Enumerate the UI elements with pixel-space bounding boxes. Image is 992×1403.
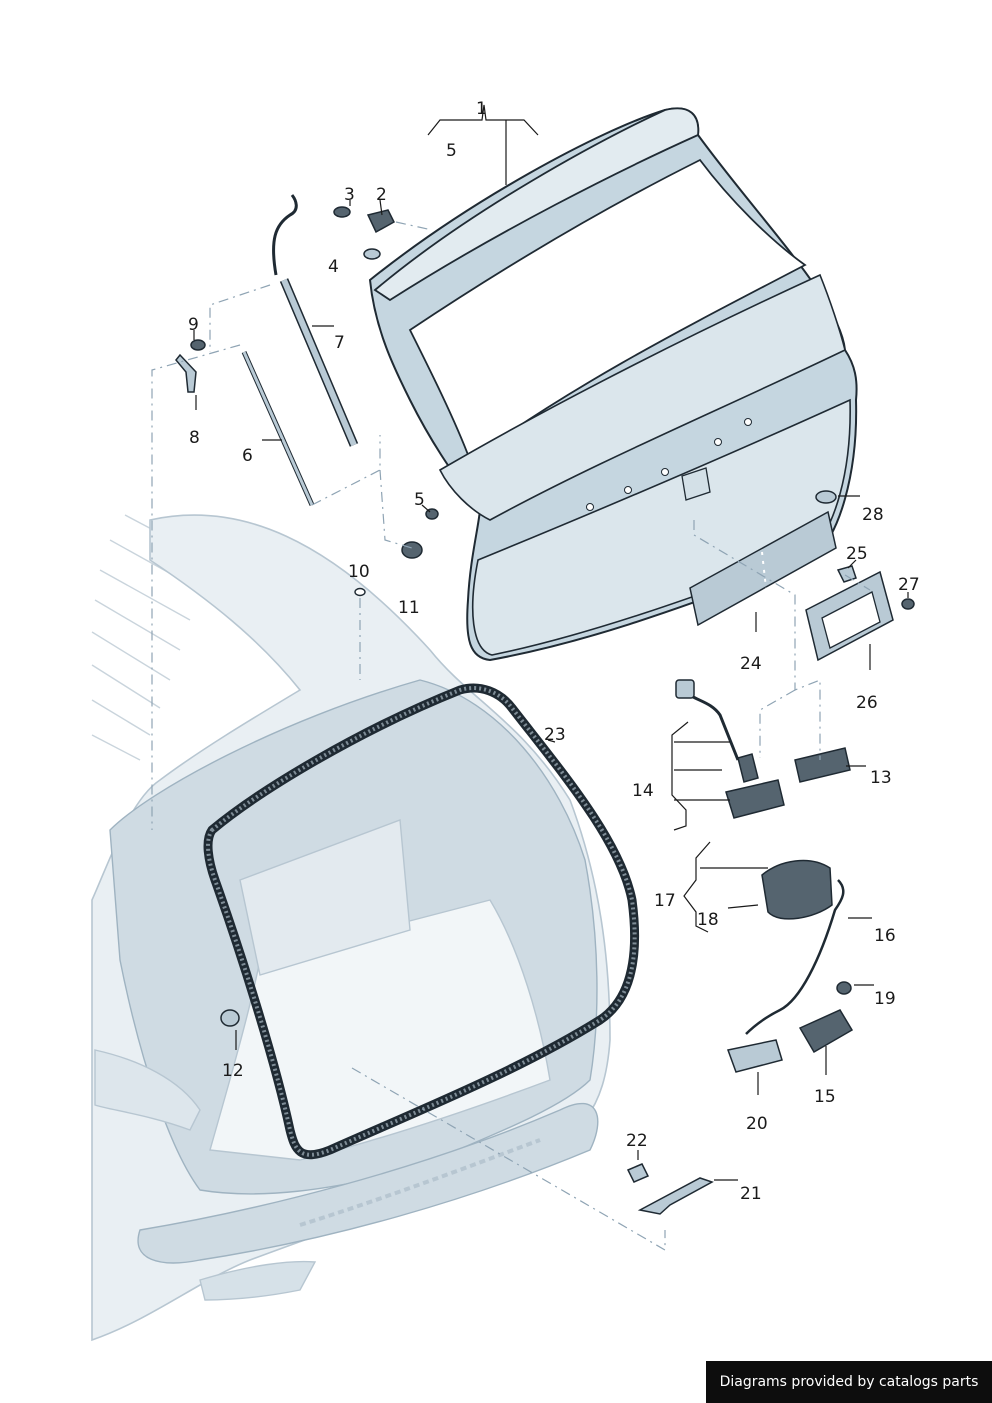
assembly-guide-lines [151,221,871,1252]
callout-25: 25 [846,544,868,564]
callout-leader-lines [193,104,909,1181]
callout-8: 8 [189,428,200,448]
callout-23: 23 [544,725,566,745]
callout-17: 17 [654,891,676,911]
catalog-credit-badge: Diagrams provided by catalogs parts [706,1361,992,1403]
callout-27: 27 [898,575,920,595]
callout-16: 16 [874,926,896,946]
lock-and-latch-parts [726,859,854,1073]
plate-holder-part [689,510,837,627]
callout-12: 12 [222,1061,244,1081]
callout-10: 10 [348,562,370,582]
callout-18: 18 [697,910,719,930]
callout-14: 14 [632,781,654,801]
callout-4: 4 [328,257,339,277]
callout-11: 11 [398,598,420,618]
callout-21: 21 [740,1184,762,1204]
tailgate-part [368,107,858,662]
rubber-seal-part [203,683,640,1160]
callout-3: 3 [344,185,355,205]
car-body-illustration [91,514,611,1342]
callout-26: 26 [856,693,878,713]
hardware-parts [175,206,915,1215]
callout-15: 15 [814,1087,836,1107]
callout-labels: 1 5 2 3 4 7 9 8 6 5 10 11 28 25 27 24 26… [188,99,920,1204]
callout-22: 22 [626,1131,648,1151]
callout-1: 1 [476,99,487,119]
plate-light-housing-part [805,570,894,662]
gas-strut-parts [241,194,359,507]
callout-7: 7 [334,333,345,353]
wiring-and-switch-parts [675,679,851,819]
callout-5: 5 [446,141,457,161]
callout-5b: 5 [414,490,425,510]
callout-6: 6 [242,446,253,466]
catalog-credit-text: Diagrams provided by catalogs parts [719,1374,979,1390]
callout-24: 24 [740,654,762,674]
callout-2: 2 [376,185,387,205]
callout-19: 19 [874,989,896,1009]
callout-13: 13 [870,768,892,788]
callout-9: 9 [188,315,199,335]
callout-28: 28 [862,505,884,525]
callout-20: 20 [746,1114,768,1134]
